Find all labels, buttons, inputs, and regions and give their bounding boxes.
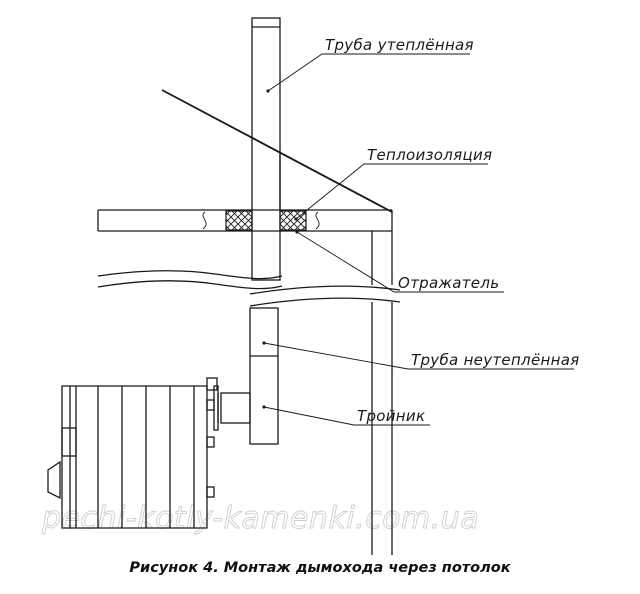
leader-lines — [262, 53, 574, 426]
insulated-pipe — [251, 17, 281, 281]
label-uninsulated-pipe: Труба неутеплённая — [411, 351, 580, 369]
watermark-text: pechi-kotly-kamenki.com.ua — [41, 501, 479, 536]
figure-caption: Рисунок 4. Монтаж дымохода через потолок — [129, 560, 511, 576]
roof-slope — [161, 89, 393, 213]
label-reflector: Отражатель — [398, 274, 499, 292]
uninsulated-pipe — [249, 307, 279, 445]
label-insulated-pipe: Труба утеплённая — [325, 36, 474, 54]
tee-connector — [213, 385, 251, 431]
walls — [371, 302, 393, 555]
insulation-blocks — [225, 210, 307, 231]
label-tee: Тройник — [357, 407, 425, 425]
ceiling-slab — [97, 209, 393, 285]
label-insulation: Теплоизоляция — [367, 146, 492, 164]
break-lines — [97, 270, 401, 307]
stove — [47, 377, 218, 529]
